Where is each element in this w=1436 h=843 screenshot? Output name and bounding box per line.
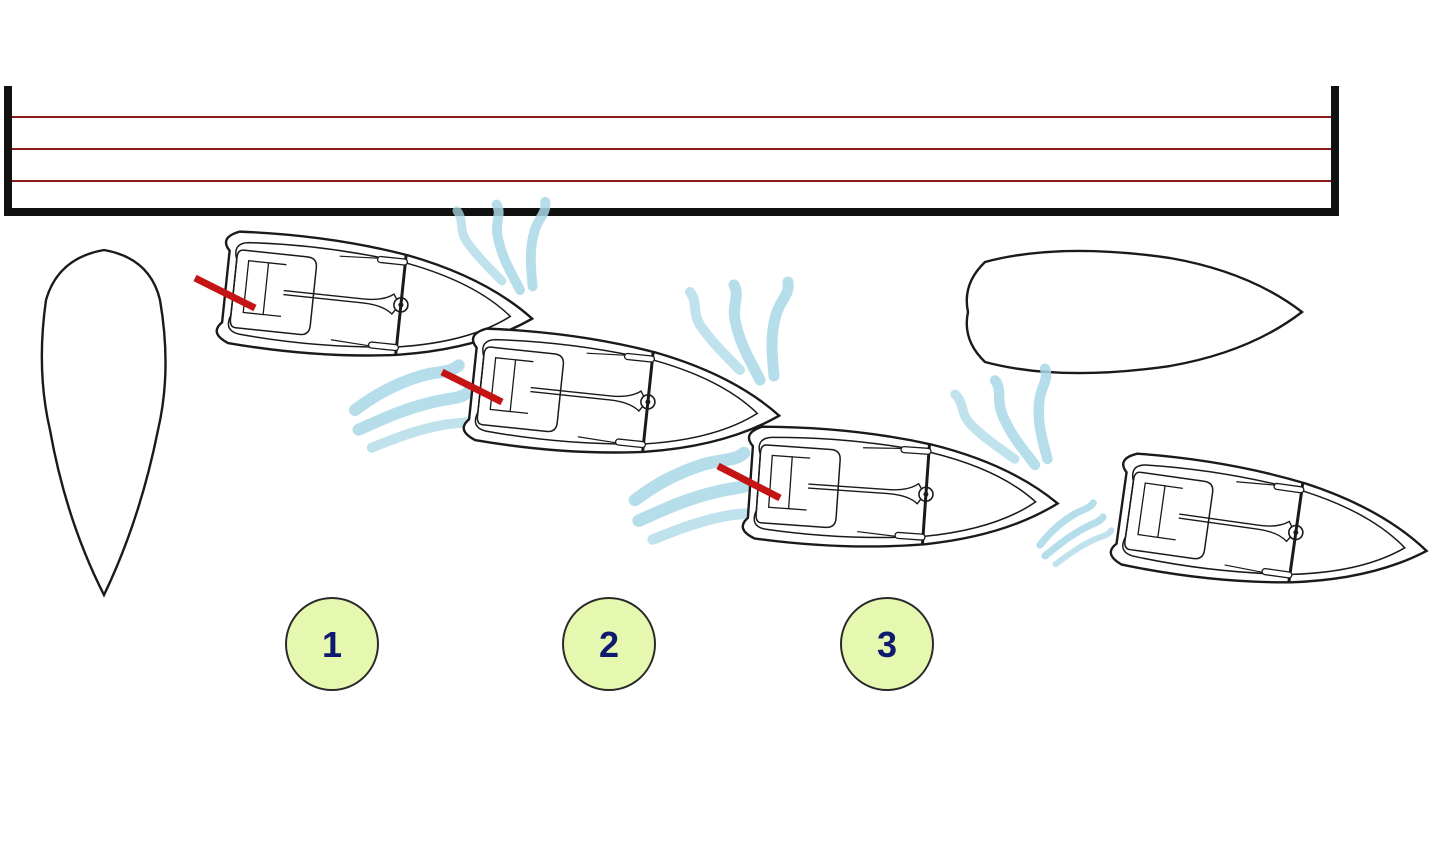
dock-right-post bbox=[1331, 86, 1339, 216]
step-badge-3: 3 bbox=[840, 597, 934, 691]
moored-boat-left-icon bbox=[40, 248, 167, 598]
step-label-1: 1 bbox=[322, 624, 342, 665]
maneuvering-boat-final bbox=[1107, 448, 1436, 610]
step-badge-2: 2 bbox=[562, 597, 656, 691]
dock bbox=[4, 86, 1339, 216]
spring-line-icon bbox=[440, 368, 504, 406]
spring-line-icon bbox=[716, 462, 782, 502]
dock-left-post bbox=[4, 86, 12, 216]
moored-boat-right-icon bbox=[965, 249, 1304, 375]
dock-edge bbox=[4, 208, 1339, 216]
spring-line-icon bbox=[193, 274, 257, 312]
step-label-2: 2 bbox=[599, 624, 619, 665]
step-badge-1: 1 bbox=[285, 597, 379, 691]
step-label-3: 3 bbox=[877, 624, 897, 665]
sailboat-topview-icon bbox=[1107, 448, 1436, 610]
